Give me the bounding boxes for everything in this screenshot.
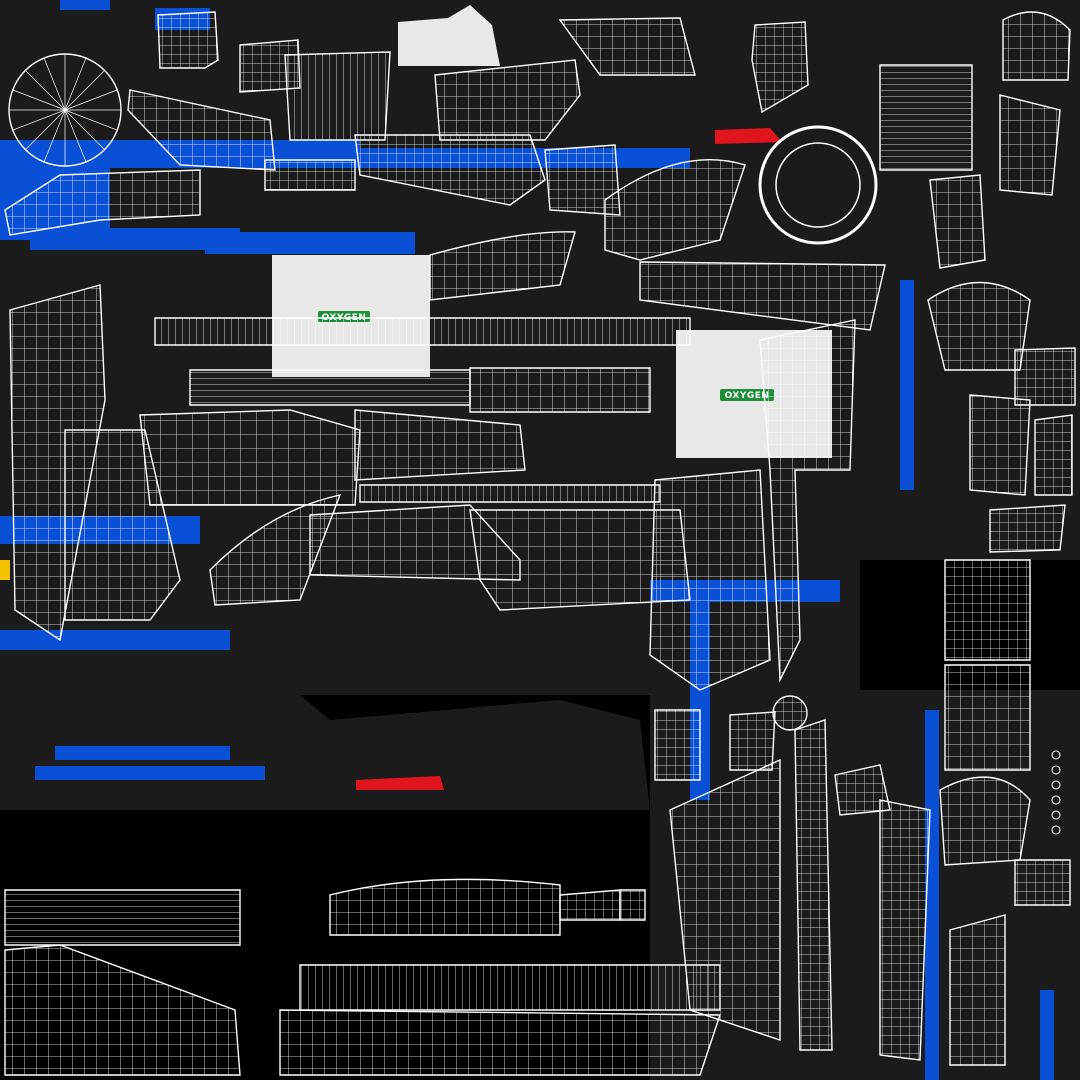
dot-markers [1051,750,1061,835]
small-wheel-shell [772,695,808,731]
uv-shell [127,89,276,171]
dot-marker [1051,825,1061,835]
uv-shell [939,776,1031,866]
uv-shell [989,504,1066,553]
uv-shell [469,509,691,611]
blue-strip [35,766,265,780]
uv-shell [359,484,661,503]
uv-shell [157,11,219,69]
dot-marker [1051,765,1061,775]
uv-shell [834,764,891,816]
uv-shell [209,494,342,606]
uv-shell [969,394,1031,496]
light-panel [398,5,500,66]
uv-shell [944,664,1031,771]
dot-marker [1051,780,1061,790]
uv-shell [139,409,361,506]
uv-shell [4,944,241,1076]
ring-shell [758,125,878,245]
uv-shell [639,261,886,331]
uv-shell [999,94,1061,196]
wheel-shell [8,53,122,167]
blue-strip [900,280,914,490]
uv-shell [264,159,356,191]
uv-shell [729,711,776,771]
uv-shell [879,799,931,1061]
uv-shell [1034,414,1073,496]
uv-shell [929,174,986,269]
blue-strip [60,0,110,10]
uv-shell [619,889,646,921]
uv-shell [794,719,833,1051]
blue-strip [205,232,415,254]
blue-strip [30,228,240,250]
blue-strip [1040,990,1054,1080]
wireframe-shells [4,11,1076,1076]
uv-shell [469,367,651,413]
uv-shell [559,889,621,921]
uv-shell [354,409,526,481]
ring-shell [775,142,861,228]
uv-shell [4,889,241,946]
uv-shell [604,159,746,261]
uv-shell [429,231,576,301]
dot-marker [1051,810,1061,820]
dot-marker [1051,750,1061,760]
uv-shell [354,134,546,206]
uv-shell [299,964,721,1011]
uv-shell [154,317,691,346]
warm-accents [0,128,782,790]
blue-strip [925,710,939,1080]
uv-shell [329,878,561,936]
red-accent [356,776,444,790]
uv-shell [1002,11,1071,81]
uv-shell [649,469,771,691]
oxygen-tag-text: OXYGEN [725,391,770,401]
uv-shell [879,64,973,171]
island-lower-left [0,695,650,810]
blue-strip [55,746,230,760]
uv-shell [751,21,809,114]
uv-shell [1014,859,1071,906]
uv-shell [284,51,391,141]
uv-shell [759,319,856,683]
uv-shell [279,1009,721,1076]
uv-shell [558,17,696,76]
oxygen-tag-bg [720,389,774,401]
uv-shell [949,914,1006,1066]
red-accent [715,128,782,144]
uv-shell [434,59,581,141]
blue-strip [0,630,230,650]
dot-marker [1051,795,1061,805]
uv-shell [944,559,1031,661]
uv-shell [927,281,1031,371]
uv-shell [1014,347,1076,406]
uv-shell [4,169,201,236]
yellow-accent [0,560,10,580]
uv-shell [654,709,701,781]
uv-shell [189,369,471,406]
